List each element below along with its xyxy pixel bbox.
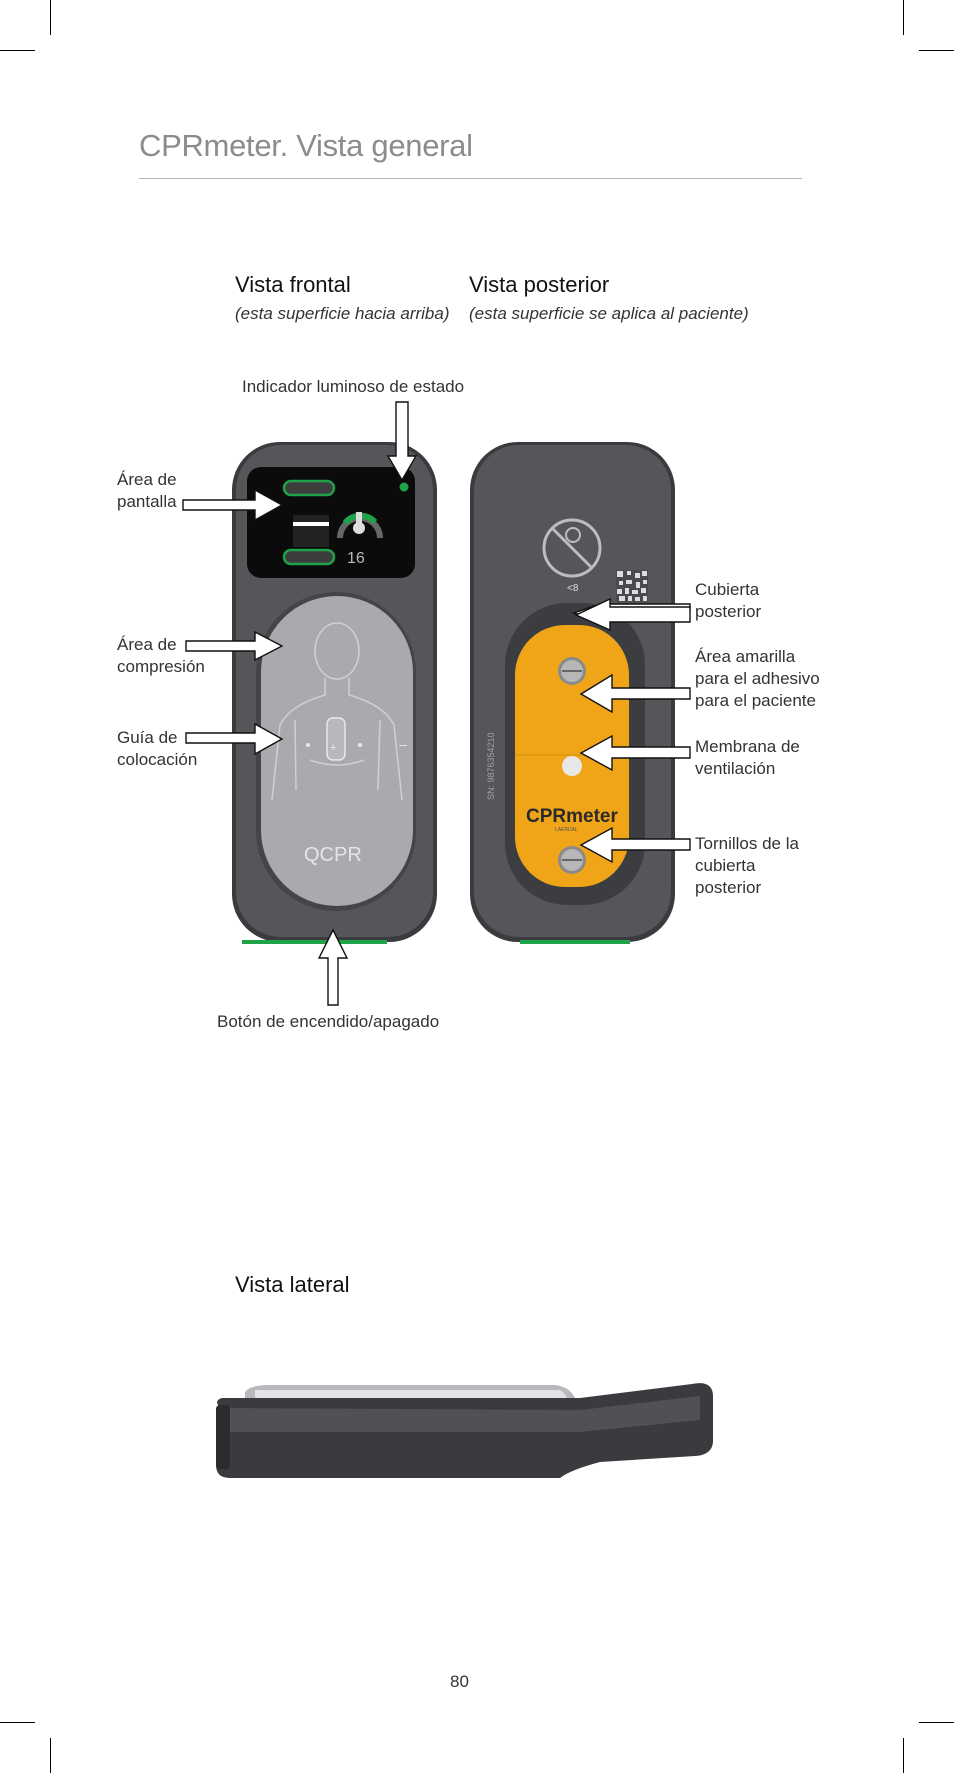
power-button-arrow xyxy=(317,928,349,1006)
power-button xyxy=(242,940,387,944)
back-device: <8 CPRmeter LAERDAL SN: 9876354210 xyxy=(470,442,675,944)
page-number: 80 xyxy=(450,1672,469,1691)
side-view-heading: Vista lateral xyxy=(235,1272,350,1297)
back-cover-arrow-head xyxy=(574,597,691,632)
yellow-area-arrow xyxy=(579,673,691,714)
crop-mark xyxy=(919,1722,954,1723)
crop-mark xyxy=(903,1738,904,1773)
crop-mark xyxy=(919,50,954,51)
serial-number: SN: 9876354210 xyxy=(486,732,496,800)
side-device xyxy=(216,1383,713,1478)
svg-text:+: + xyxy=(330,742,336,754)
cover-screws-arrow xyxy=(579,826,691,864)
age-mark: <8 xyxy=(567,583,579,594)
page-title: CPRmeter. Vista general xyxy=(139,128,473,163)
front-view-subtitle: (esta superficie hacia arriba) xyxy=(235,304,450,323)
qr-code xyxy=(616,570,648,602)
crop-mark xyxy=(903,0,904,35)
vent-membrane xyxy=(562,756,582,776)
crop-mark xyxy=(0,1722,35,1723)
display-area-arrow xyxy=(182,488,284,522)
status-light xyxy=(399,482,409,492)
power-button-label: Botón de encendido/apagado xyxy=(217,1012,440,1031)
qcpr-logo: QCPR xyxy=(304,844,362,866)
vent-membrane-arrow xyxy=(579,734,691,772)
laerdal-logo: LAERDAL xyxy=(555,827,578,833)
placement-guide-arrow xyxy=(185,722,284,756)
status-light-label: Indicador luminoso de estado xyxy=(242,377,465,396)
compression-area-arrow xyxy=(185,630,284,662)
crop-mark xyxy=(50,1738,51,1773)
cprmeter-logo: CPRmeter xyxy=(526,806,618,827)
front-device: 16 + – QCPR xyxy=(232,442,437,944)
back-view-heading: Vista posterior xyxy=(469,272,610,297)
title-divider xyxy=(139,178,802,179)
crop-mark xyxy=(0,50,35,51)
back-view-subtitle: (esta superficie se aplica al paciente) xyxy=(469,304,749,323)
svg-text:–: – xyxy=(399,736,407,752)
front-view-heading: Vista frontal xyxy=(235,272,351,297)
display-counter: 16 xyxy=(347,550,365,567)
crop-mark xyxy=(50,0,51,35)
